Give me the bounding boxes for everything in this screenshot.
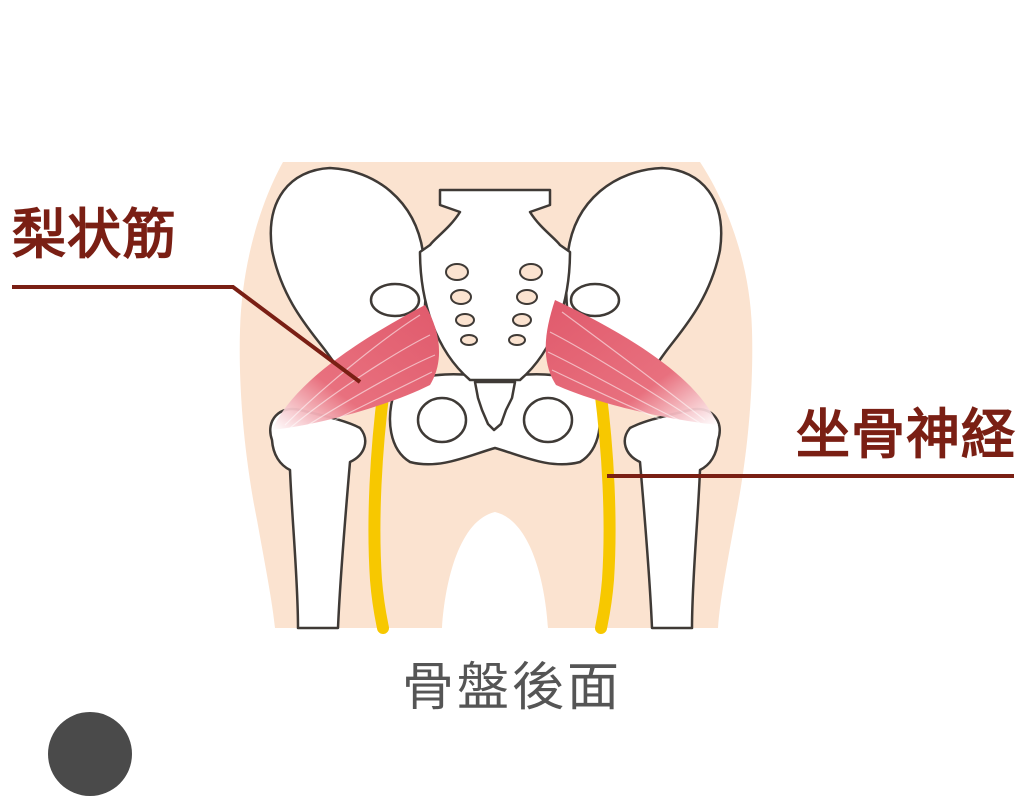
left-sciatic-nerve — [368, 382, 390, 634]
left-piriformis-muscle — [272, 305, 440, 430]
caption-pelvis-posterior: 骨盤後面 — [401, 658, 622, 718]
pelvis-illustration — [12, 162, 1014, 634]
piriformis-leader-line — [12, 285, 362, 384]
sacrum — [418, 188, 572, 382]
sacral-foramina — [445, 263, 543, 346]
muscle-fibers — [284, 311, 706, 431]
coccyx — [473, 380, 517, 432]
right-sciatic-nerve — [594, 382, 616, 634]
left-hip-joint — [369, 282, 421, 318]
floating-action-button[interactable] — [48, 712, 132, 796]
piriformis-label: 梨状筋 — [12, 203, 177, 266]
pelvis-diagram: 梨状筋 坐骨神経 骨盤後面 — [12, 162, 1016, 796]
left-obturator — [416, 396, 468, 444]
sciatic-nerve-label: 坐骨神経 — [796, 403, 1016, 466]
right-hip-joint — [569, 282, 621, 318]
right-obturator — [522, 396, 574, 444]
